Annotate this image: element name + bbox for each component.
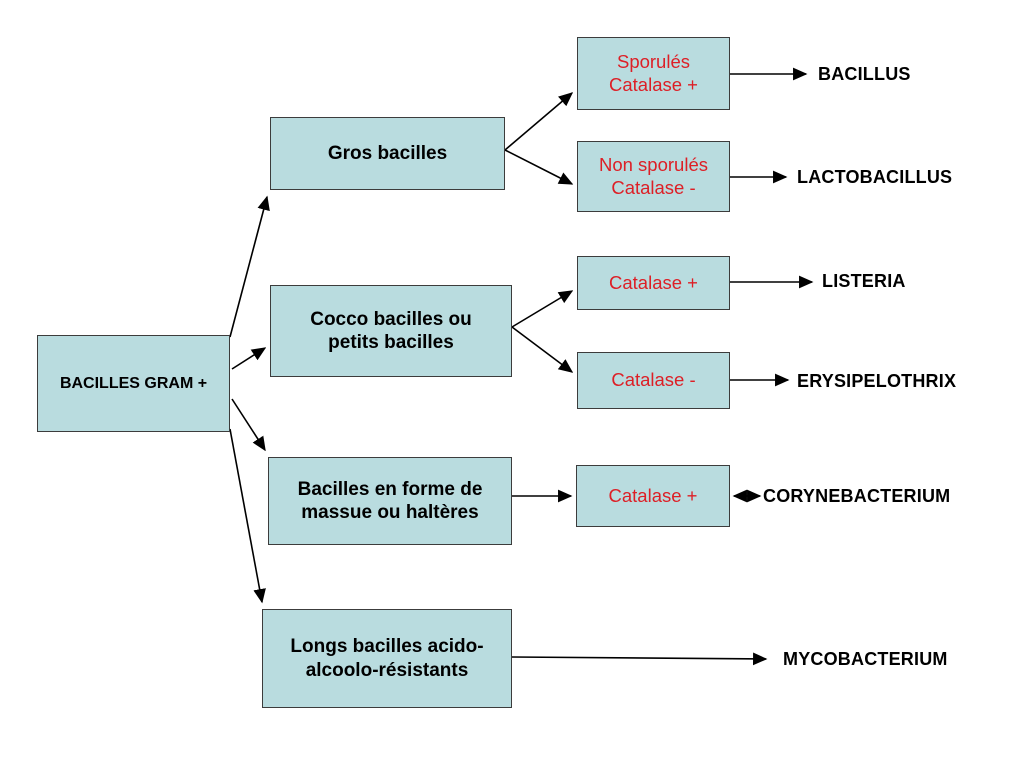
genus-mycobacterium: MYCOBACTERIUM: [783, 649, 948, 669]
test-sporules-line1: Sporulés: [616, 50, 690, 72]
arrow-root-to-longs-bacilles: [229, 428, 266, 604]
genus-corynebacterium: CORYNEBACTERIUM: [763, 486, 951, 506]
node-test-non-sporules-catalase-minus: Non sporulés Catalase -: [577, 141, 730, 212]
test-sporules-line2: Catalase +: [609, 73, 698, 95]
node-longs-bacilles-line2: alcoolo-résistants: [305, 659, 469, 681]
test-catalase-plus-listeria-label: Catalase +: [609, 271, 698, 293]
node-test-catalase-plus-corynebacterium: Catalase +: [576, 465, 730, 527]
arrow-root-to-cocco-bacilles: [231, 347, 267, 370]
genus-erysipelothrix: ERYSIPELOTHRIX: [797, 371, 957, 391]
genus-bacillus: BACILLUS: [818, 64, 911, 84]
test-catalase-plus-corynebacterium-label: Catalase +: [608, 484, 698, 506]
node-test-sporules-catalase-plus: Sporulés Catalase +: [577, 37, 730, 110]
node-bacilles-massue: Bacilles en forme de massue ou haltères: [268, 457, 512, 545]
node-test-catalase-plus-listeria: Catalase +: [577, 256, 730, 310]
node-test-catalase-minus-erysipelothrix: Catalase -: [577, 352, 730, 409]
node-cocco-bacilles-line2: petits bacilles: [328, 332, 454, 353]
arrow-root-to-bacilles-massue: [231, 398, 266, 452]
node-longs-bacilles-line1: Longs bacilles acido-: [290, 636, 484, 658]
node-bacilles-gram-plus-label: BACILLES GRAM +: [59, 374, 208, 392]
node-longs-bacilles: Longs bacilles acido- alcoolo-résistants: [262, 609, 512, 708]
arrow-cocco-to-catalase-minus: [511, 326, 574, 373]
node-gros-bacilles: Gros bacilles: [270, 117, 505, 190]
node-gros-bacilles-label: Gros bacilles: [327, 142, 448, 164]
arrow-gros-to-sporules: [504, 92, 574, 151]
arrow-gros-to-non-sporules: [504, 149, 574, 185]
node-cocco-bacilles-line1: Cocco bacilles ou: [310, 308, 472, 330]
arrow-longs-to-mycobacterium: [511, 652, 768, 666]
node-cocco-bacilles: Cocco bacilles ou petits bacilles: [270, 285, 512, 377]
genus-listeria: LISTERIA: [822, 271, 906, 291]
arrow-root-to-gros-bacilles: [229, 195, 270, 338]
node-bacilles-massue-line1: Bacilles en forme de: [297, 478, 483, 500]
test-non-sporules-line1: Non sporulés: [598, 153, 708, 175]
test-catalase-minus-erysipelothrix-label: Catalase -: [611, 369, 696, 391]
arrow-cocco-to-catalase-plus: [511, 290, 574, 328]
genus-lactobacillus: LACTOBACILLUS: [797, 167, 953, 187]
test-non-sporules-line2: Catalase -: [611, 176, 696, 198]
node-bacilles-massue-line2: massue ou haltères: [301, 502, 479, 523]
node-bacilles-gram-plus: BACILLES GRAM +: [37, 335, 230, 432]
